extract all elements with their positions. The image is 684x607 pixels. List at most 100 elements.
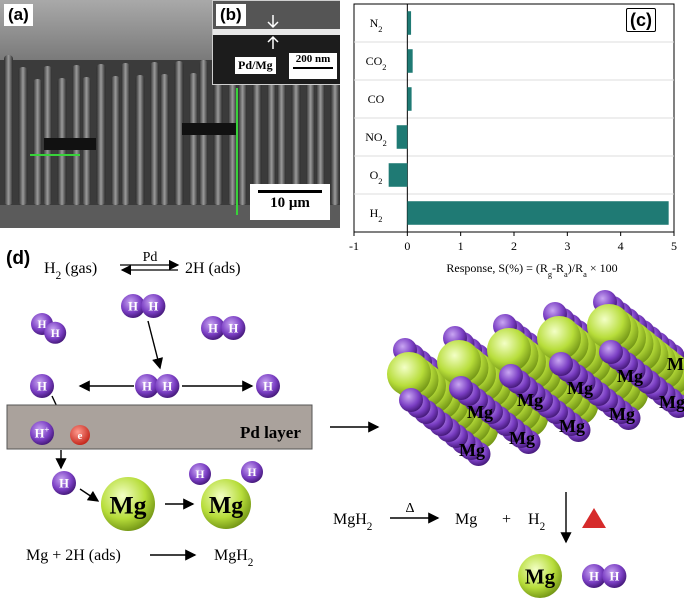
- lattice-hydrogen: [399, 388, 423, 412]
- hydrogen-atom: H: [155, 374, 179, 398]
- lattice-hydrogen: [549, 352, 573, 376]
- lattice-mg-label: Mg: [659, 392, 684, 412]
- sem-nanorod: [121, 63, 130, 205]
- hydrogen-atom: H: [241, 461, 263, 483]
- lattice-mg-label: Mg: [617, 366, 643, 386]
- lattice-mg-label: Mg: [467, 402, 493, 422]
- sem-scale-label: 10 μm: [270, 195, 310, 211]
- hydrogen-atom-label: H: [208, 322, 218, 336]
- equation-hydriding-left: Mg + 2H (ads): [26, 547, 121, 564]
- sem-nanorod: [238, 71, 247, 205]
- lattice-mg-label: Mg: [459, 440, 485, 460]
- chart-bar-NO2: [397, 125, 408, 149]
- hydrogen-atom-label: H: [51, 328, 60, 340]
- sem-nanorod: [4, 55, 13, 205]
- inset-layer-label: Pd/Mg: [235, 57, 276, 74]
- equation-dissociation-left: H2 (gas): [44, 260, 97, 282]
- sem-nanorod: [214, 72, 223, 205]
- hydrogen-atom: H: [52, 471, 76, 495]
- magnesium-atom-reactant: Mg: [101, 477, 155, 531]
- hydrogen-atom-label: H: [59, 477, 69, 491]
- inset-scale-bar: 200 nm: [289, 53, 337, 79]
- equation-decomposition-mg: Mg: [455, 511, 477, 528]
- lattice-hydrogen: [599, 340, 623, 364]
- inset-scale-line: [293, 67, 333, 69]
- measure-tag-left: [44, 138, 96, 150]
- sem-inset-b: (b) Pd/Mg 200 nm: [212, 0, 340, 85]
- electron-label: e: [78, 430, 83, 442]
- panel-label-a: (a): [4, 4, 33, 26]
- scale-bar-line: [258, 190, 322, 193]
- hydrogen-atom-label: H: [37, 380, 47, 394]
- chart-bar-O2: [389, 163, 408, 187]
- sem-nanorod: [33, 79, 42, 205]
- equation-heat-symbol: Δ: [405, 501, 414, 516]
- mg-nanorod-lattice: MgMgMgMgMgMgMgMgMgMg: [387, 290, 684, 466]
- sem-nanorod: [136, 75, 145, 205]
- lattice-mg-label: Mg: [509, 428, 535, 448]
- inset-scale-label: 200 nm: [296, 53, 331, 65]
- sem-nanorod: [150, 62, 159, 205]
- hydrogen-atom-label: H: [229, 322, 239, 336]
- hydrogen-atom: H+: [30, 421, 54, 445]
- arrow-adsorption: [148, 321, 160, 368]
- sem-nanorod: [160, 74, 169, 205]
- heat-triangle-icon: [582, 508, 606, 528]
- panel-label-b: (b): [216, 4, 246, 26]
- sem-nanorod: [43, 66, 52, 205]
- equation-hydriding-right: MgH2: [214, 547, 253, 569]
- lattice-hydrogen: [499, 364, 523, 388]
- sem-nanorod: [97, 64, 106, 205]
- chart-bar-CO2: [407, 49, 412, 73]
- sem-nanorod: [189, 73, 198, 205]
- equation-decomposition-plus: +: [502, 511, 511, 528]
- magnesium-atom-label: Mg: [209, 493, 243, 519]
- panel-label-c: (c): [626, 8, 656, 32]
- sem-scale-bar: 10 μm: [250, 184, 330, 220]
- chart-bar-H2: [407, 201, 668, 225]
- magnesium-atom-label: Mg: [525, 565, 556, 589]
- panel-label-d: (d): [2, 248, 34, 270]
- lattice-mg-label: Mg: [517, 390, 543, 410]
- equation-decomposition-left: MgH2: [333, 511, 372, 533]
- hydrogen-atom: H: [44, 322, 66, 344]
- sem-nanorod: [72, 65, 81, 205]
- chart-bar-N2: [407, 11, 411, 35]
- hydrogen-atom: H: [256, 374, 280, 398]
- chart-bar-CO: [407, 87, 411, 111]
- lattice-mg-label: Mg: [567, 378, 593, 398]
- lattice-mg-label: Mg: [609, 404, 635, 424]
- arrow-to-mg: [80, 489, 98, 501]
- equation-dissociation-right: 2H (ads): [185, 260, 241, 277]
- sem-image-panel-a: (a) 10 μm (b) Pd/Mg 200 nm: [0, 0, 340, 228]
- electron: e: [70, 425, 90, 445]
- measure-tag-right: [182, 123, 236, 135]
- magnesium-atom-product: Mg: [201, 479, 251, 529]
- lattice-hydrogen: [449, 376, 473, 400]
- hydrogen-atom: H: [30, 374, 54, 398]
- hydrogen-atom-label: H: [149, 300, 159, 314]
- hydrogen-atom-label: H: [589, 570, 599, 584]
- hydrogen-atom-label: H: [610, 570, 620, 584]
- equation-catalyst-label: Pd: [143, 250, 158, 265]
- lattice-mg-label: Mg: [667, 354, 684, 374]
- magnesium-atom-label: Mg: [109, 490, 146, 519]
- lattice-mg-label: Mg: [559, 416, 585, 436]
- hydrogen-atom-label: H: [163, 380, 173, 394]
- hydrogen-atom: H: [141, 294, 165, 318]
- hydrogen-atom-label: H: [196, 469, 205, 481]
- hydrogen-atom-label: H: [142, 380, 152, 394]
- magnesium-atom-released: Mg: [518, 554, 562, 598]
- pd-layer-label: Pd layer: [240, 423, 301, 442]
- equation-decomposition-h2: H2: [528, 511, 545, 533]
- hydrogen-atom-label: H: [263, 380, 273, 394]
- sem-nanorod: [111, 76, 120, 205]
- hydrogen-atom-label: H: [128, 300, 138, 314]
- hydrogen-atom: H: [602, 564, 626, 588]
- hydrogen-atom: H: [221, 316, 245, 340]
- hydrogen-atom: H: [189, 463, 211, 485]
- hydrogen-atom-label: H: [248, 467, 257, 479]
- sem-nanorod: [19, 67, 28, 205]
